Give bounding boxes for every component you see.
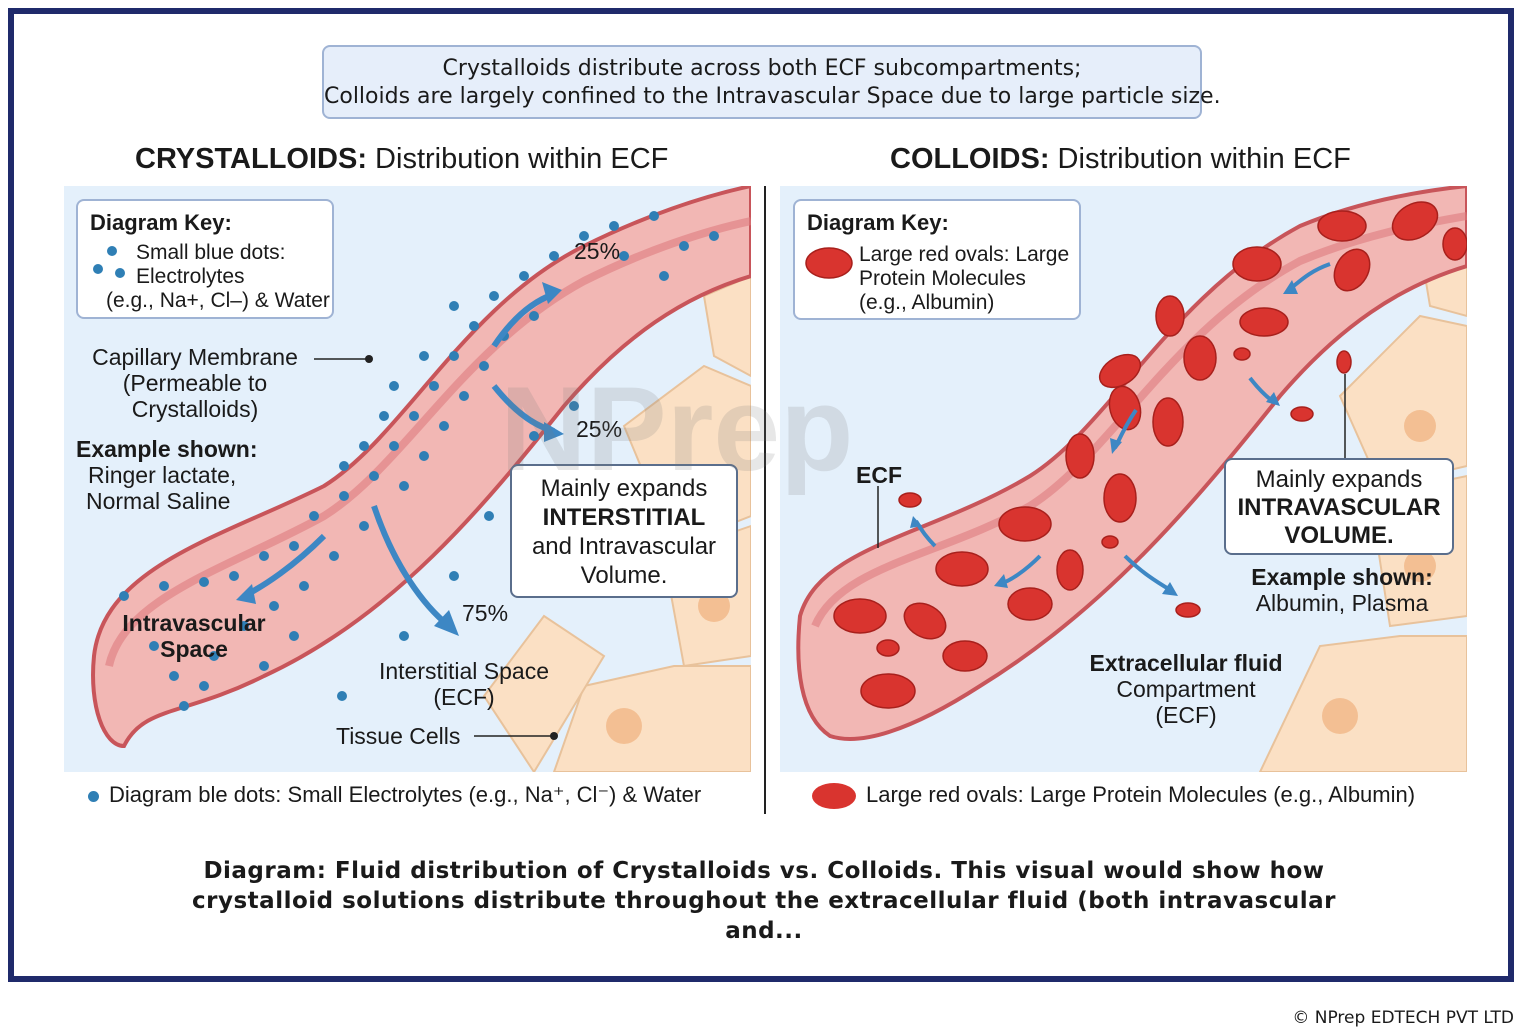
capillary-label-line-2: (Permeable to: [122, 370, 268, 396]
colloids-legend-text: Large red ovals: Large Protein Molecules…: [866, 782, 1416, 807]
pct-low-label: 75%: [462, 600, 509, 626]
key-line-3: (e.g., Albumin): [859, 291, 995, 314]
summary-banner: Crystalloids distribute across both ECF …: [322, 45, 1221, 119]
capillary-vessel: [91, 186, 751, 749]
intravascular-space-label: Intravascular Space: [104, 610, 284, 662]
example-line: Albumin, Plasma: [1255, 590, 1429, 616]
protein-ovals: [833, 201, 1467, 709]
crystalloids-legend-text: Diagram ble dots: Small Electrolytes (e.…: [109, 782, 702, 807]
intravascular-line-2: Space: [160, 636, 228, 662]
pct-top-label: 25%: [574, 238, 621, 264]
callout-line-2: INTRAVASCULAR: [1237, 494, 1441, 521]
capillary-label-line-3: Crystalloids): [131, 396, 259, 422]
callout-line-1: Mainly expands: [540, 475, 708, 502]
ecf-line-2: Compartment: [1116, 676, 1256, 702]
banner-line-2: Colloids are largely confined to the Int…: [324, 84, 1221, 109]
capillary-label-line-1: Capillary Membrane: [92, 344, 298, 370]
colloids-key: Diagram Key: Large red ovals: Large Prot…: [793, 199, 1081, 320]
pct-mid-label: 25%: [576, 416, 623, 442]
crystalloids-title-rest: Distribution within ECF: [367, 143, 669, 175]
colloids-example: Example shown: Albumin, Plasma: [1242, 564, 1442, 616]
key-line-3: (e.g., Na+, Cl–) & Water: [106, 289, 330, 312]
arrow-heads: [236, 282, 564, 636]
key-title: Diagram Key:: [807, 210, 949, 235]
blue-dots-icon: [93, 246, 125, 278]
colloids-title-bold: COLLOIDS:: [890, 143, 1050, 175]
colloids-title: COLLOIDS: Distribution within ECF: [890, 143, 1351, 176]
crystalloids-callout: Mainly expands INTERSTITIAL and Intravas…: [510, 464, 738, 598]
electrolyte-dots: [119, 211, 719, 711]
copyright-notice: © NPrep EDTECH PVT LTD: [1292, 1008, 1514, 1028]
arrow-heads: [910, 280, 1298, 596]
key-line-2: Electrolytes: [136, 265, 245, 288]
key-line-1: Large red ovals: Large: [859, 243, 1070, 266]
caption-line-1: Diagram: Fluid distribution of Crystallo…: [203, 858, 1325, 884]
caption-line-3: and...: [725, 918, 803, 944]
callout-line-4: Volume.: [580, 562, 668, 589]
watermark: NPrep: [500, 362, 854, 496]
ecf-compartment-label: Extracellular fluid Compartment (ECF): [1078, 650, 1294, 728]
example-line-2: Normal Saline: [86, 488, 231, 514]
callout-line-3: and Intravascular: [531, 533, 717, 560]
banner-line-1: Crystalloids distribute across both ECF …: [442, 56, 1082, 81]
interstitial-line-1: Interstitial Space: [378, 658, 550, 684]
colloids-panel: Diagram Key: Large red ovals: Large Prot…: [780, 186, 1467, 772]
ecf-line-3: (ECF): [1155, 702, 1217, 728]
caption-line-2: crystalloid solutions distribute through…: [192, 888, 1336, 914]
interstitial-space-label: Interstitial Space (ECF): [364, 658, 564, 710]
callout-line-2: INTERSTITIAL: [542, 504, 706, 531]
capillary-membrane-label: Capillary Membrane (Permeable to Crystal…: [84, 344, 306, 422]
blue-dot-icon: [88, 790, 99, 802]
colloids-title-rest: Distribution within ECF: [1049, 143, 1351, 175]
red-oval-icon: [805, 247, 853, 279]
crystalloids-key: Diagram Key: Small blue dots: Electrolyt…: [76, 199, 334, 319]
callout-line-3: VOLUME.: [1284, 522, 1394, 549]
key-line-2: Protein Molecules: [859, 267, 1026, 290]
intravascular-line-1: Intravascular: [122, 610, 266, 636]
capillary-vessel: [796, 186, 1467, 741]
example-line-1: Ringer lactate,: [88, 462, 237, 488]
panel-divider: [764, 186, 766, 814]
crystalloids-legend: Diagram ble dots: Small Electrolytes (e.…: [88, 782, 701, 808]
ecf-line-1: Extracellular fluid: [1089, 650, 1283, 676]
colloids-callout: Mainly expands INTRAVASCULAR VOLUME.: [1224, 458, 1454, 555]
colloids-legend: Large red ovals: Large Protein Molecules…: [812, 782, 1416, 810]
red-oval-icon: [812, 783, 856, 810]
key-line-1: Small blue dots:: [136, 241, 286, 264]
crystalloids-title-bold: CRYSTALLOIDS:: [135, 143, 367, 175]
crystalloids-example: Example shown: Ringer lactate, Normal Sa…: [76, 436, 257, 514]
tissue-cells-label: Tissue Cells: [336, 723, 461, 749]
crystalloids-title: CRYSTALLOIDS: Distribution within ECF: [135, 143, 668, 176]
crystalloids-panel: Diagram Key: Small blue dots: Electrolyt…: [64, 186, 751, 772]
key-title: Diagram Key:: [90, 210, 232, 235]
example-title: Example shown:: [76, 436, 258, 462]
interstitial-line-2: (ECF): [433, 684, 495, 710]
callout-line-1: Mainly expands: [1255, 466, 1423, 493]
ecf-label: ECF: [856, 462, 902, 488]
figure-caption: Diagram: Fluid distribution of Crystallo…: [150, 856, 1378, 946]
example-title: Example shown:: [1251, 564, 1433, 590]
